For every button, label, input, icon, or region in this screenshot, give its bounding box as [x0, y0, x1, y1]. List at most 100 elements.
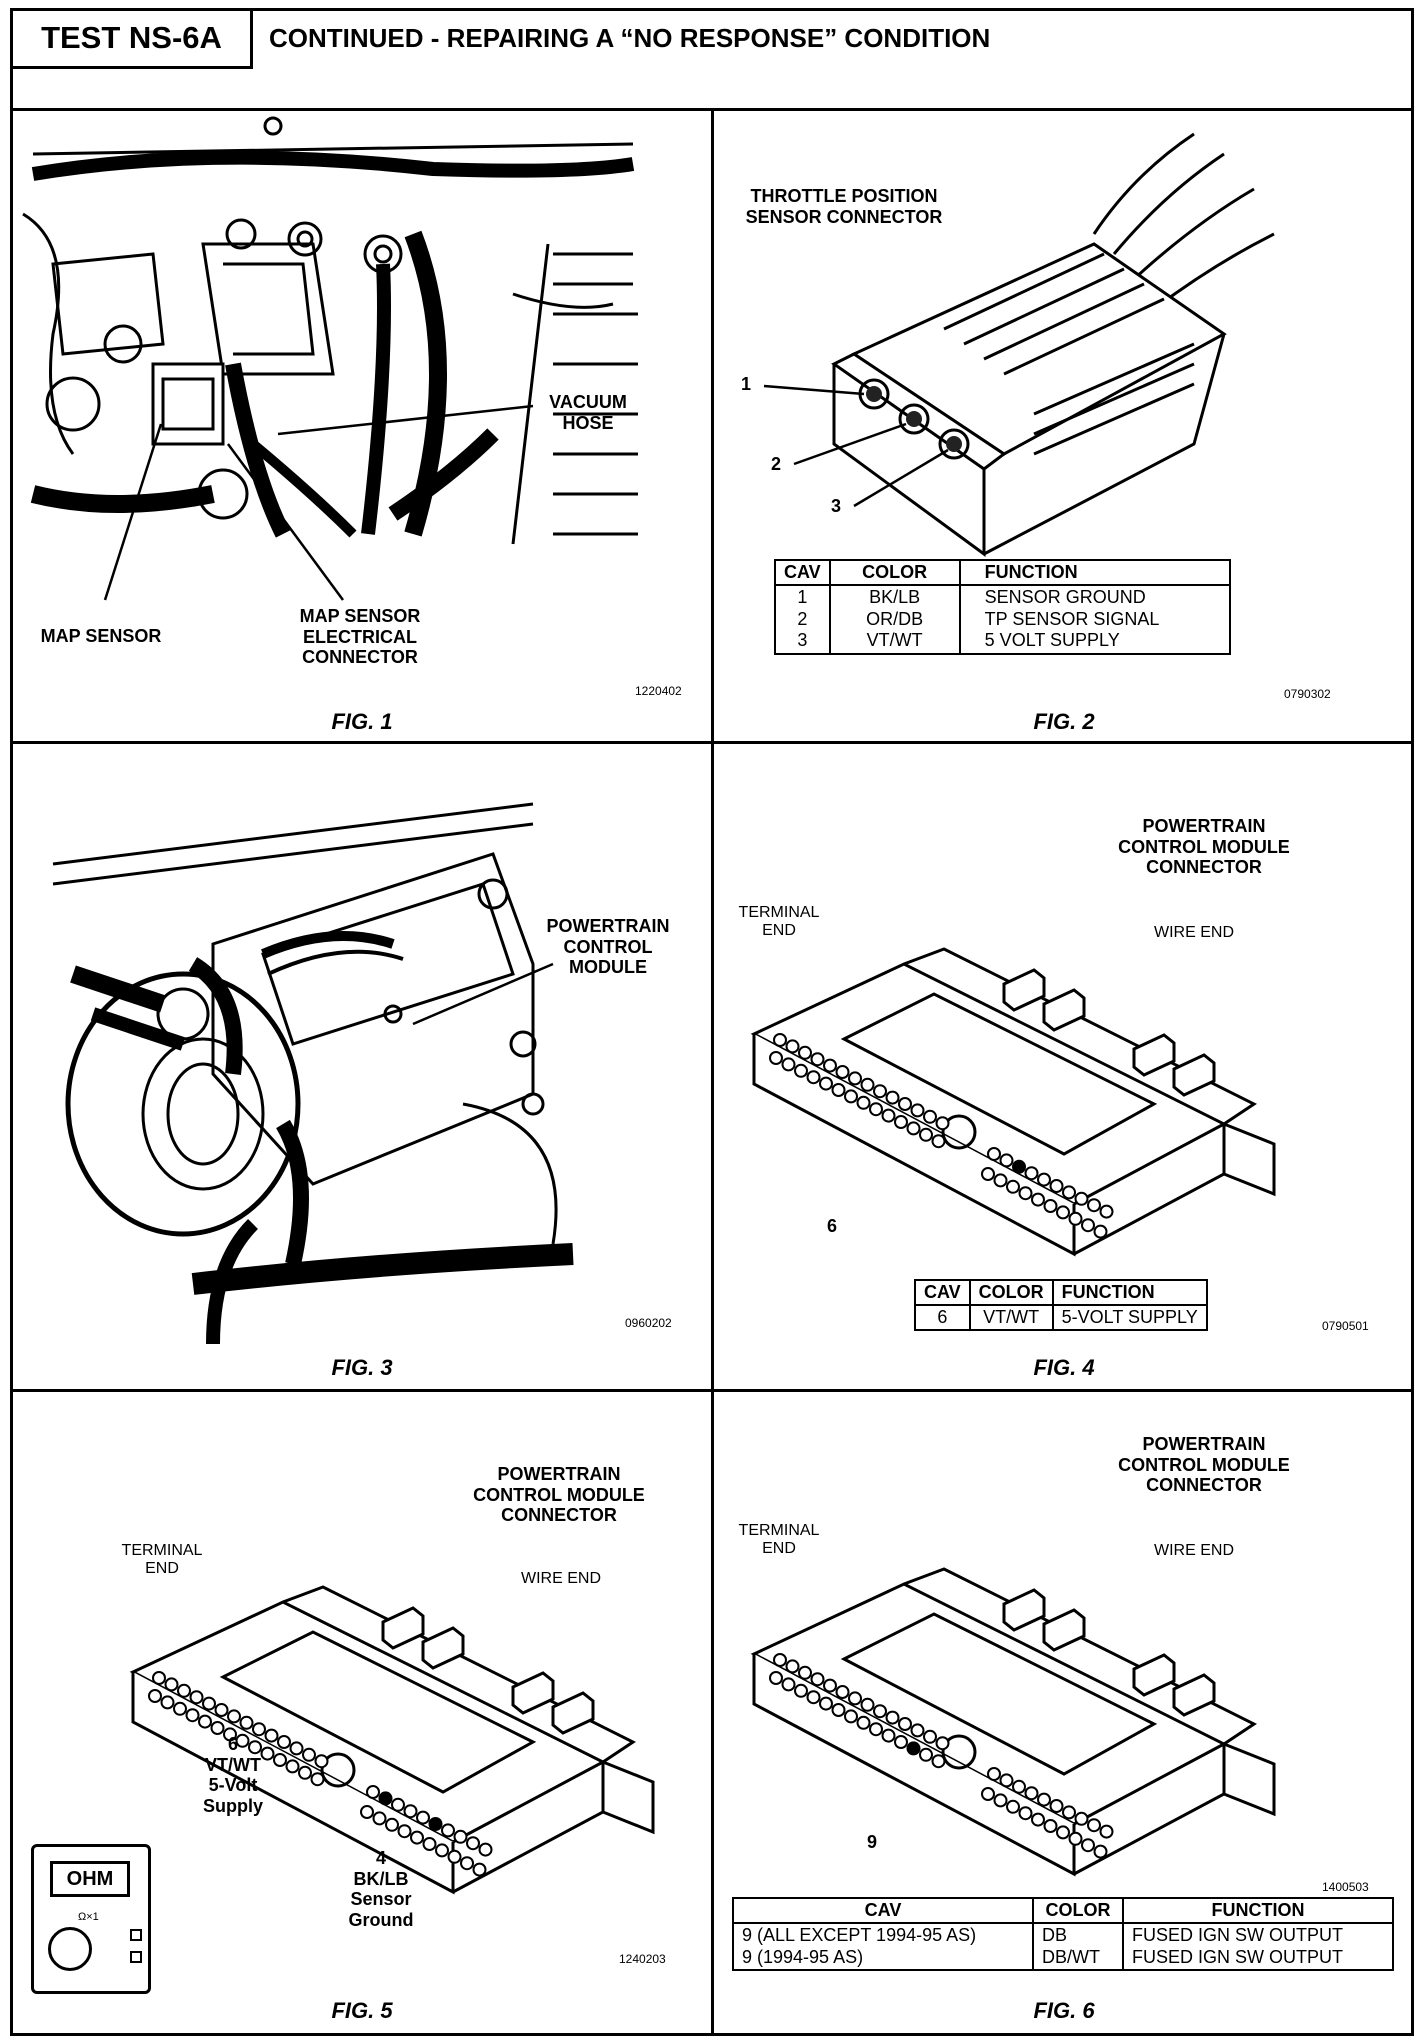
fig5-cavity-7 [227, 1709, 241, 1724]
fig4-code: 0790501 [1322, 1319, 1369, 1333]
fig4-center-post [941, 1114, 977, 1150]
fig5-cavity-15 [148, 1689, 162, 1703]
fig4-cavity-3 [798, 1045, 812, 1060]
fig4-cavity-15 [769, 1051, 783, 1065]
page-title: CONTINUED - REPAIRING A “NO RESPONSE” CO… [269, 23, 991, 53]
fig6-body [750, 1567, 1276, 1877]
fig5-cavity-24 [260, 1746, 275, 1761]
fig6-col-cav: CAV [732, 1897, 1034, 1924]
fig5-cavity-27 [298, 1765, 312, 1780]
fig6-cavity-33 [1037, 1792, 1051, 1807]
page-header: TEST NS-6A CONTINUED - REPAIRING A “NO R… [13, 11, 1411, 111]
fig4-cavity-24 [881, 1108, 896, 1123]
fig6-cavity-29 [987, 1767, 1001, 1781]
fig2-pin-1: 1 [740, 374, 751, 394]
fig5-cavity-8 [239, 1715, 254, 1730]
fig4-col-function: FUNCTION [1051, 1279, 1208, 1306]
fig5-cavity-37 [466, 1836, 480, 1851]
fig4-cavity-45 [1056, 1205, 1070, 1220]
fig6-latch-4 [1172, 1673, 1216, 1717]
fig5-cavity-22 [235, 1733, 250, 1748]
fig4-wire-end: WIRE END [1154, 924, 1234, 941]
fig6-cavity-5 [823, 1678, 837, 1693]
fig2-col-cav: CAV [774, 559, 831, 586]
fig6-cavity-26 [906, 1741, 921, 1756]
fig5-cavity-40 [372, 1811, 387, 1826]
fig5-cavity-38 [478, 1842, 493, 1857]
fig4-col-color: COLOR [968, 1279, 1054, 1306]
fig5-rear-rim [282, 1585, 636, 1764]
fig4-cavity-14 [935, 1116, 950, 1131]
fig6-cavity-45 [1056, 1825, 1070, 1840]
fig4-cavity-4 [810, 1052, 825, 1067]
fig5-cavity-32 [403, 1804, 418, 1819]
fig5-cavity-2 [164, 1677, 179, 1692]
fig4-title: POWERTRAIN CONTROL MODULE CONNECTOR [1118, 816, 1290, 878]
fig4-cavity-40 [993, 1173, 1008, 1188]
fig4-cavity-36 [1074, 1191, 1089, 1206]
fig6-cavity-42 [1018, 1806, 1033, 1821]
test-id: TEST NS-6A [13, 11, 253, 69]
fig4-cavity-7 [848, 1071, 862, 1086]
fig4-cavity-43 [1031, 1192, 1045, 1207]
fig6-cavity-7 [848, 1691, 862, 1706]
fig5-cavity-44 [422, 1837, 437, 1851]
fig4-pin-table: CAV COLOR FUNCTION 6 VT/WT 5-VOLT SUPPLY [914, 1279, 1208, 1331]
fig6-terminal-end: TERMINAL END [738, 1522, 820, 1557]
fig5-cavity-3 [177, 1683, 191, 1698]
fig4-cavity-34 [1049, 1179, 1064, 1193]
fig4-cavity-35 [1062, 1185, 1076, 1200]
fig4-cavity-10 [885, 1090, 900, 1105]
fig6-rear-rim [903, 1567, 1257, 1746]
fig3-code: 0960202 [625, 1316, 672, 1330]
fig4-caption: FIG. 4 [1033, 1355, 1095, 1380]
fig6-cavity-4 [810, 1672, 825, 1687]
fig4-cavity-25 [894, 1115, 908, 1129]
fig6-latch-2 [1042, 1608, 1086, 1652]
fig6-cavity-16 [781, 1677, 796, 1692]
map-connector-label: MAP SENSOR ELECTRICAL CONNECTOR [299, 606, 421, 668]
fig4-cavity-26 [906, 1121, 921, 1136]
fig4-pin: 6 [826, 1216, 837, 1236]
fig6-cavity-41 [1006, 1799, 1020, 1814]
fig5-latch-3 [511, 1671, 555, 1715]
fig4-cavity-20 [831, 1083, 846, 1097]
fig6-cav-cells: 9 (ALL EXCEPT 1994-95 AS)9 (1994-95 AS) [732, 1921, 1034, 1972]
fig6-cavity-2 [785, 1659, 800, 1674]
fig4-recess [840, 992, 1158, 1156]
fig2-pin-2: 2 [770, 454, 781, 474]
fig4-cavity-2 [785, 1039, 800, 1054]
fig5-latch-1 [381, 1606, 425, 1650]
fig6-cavity-46 [1068, 1831, 1083, 1846]
fig4-cavity-5 [823, 1058, 837, 1073]
fig5-cavity-19 [198, 1714, 212, 1729]
fig5-cavity-43 [410, 1830, 424, 1845]
fig4-cavity-46 [1068, 1211, 1083, 1226]
vacuum-hose-label: VACUUM HOSE [549, 392, 627, 433]
fig5-wire-end: WIRE END [521, 1570, 601, 1587]
fig6-cavity-38 [1099, 1824, 1114, 1839]
fig5-cavity-1 [152, 1671, 166, 1685]
fig5-recess [219, 1630, 537, 1794]
fig5-cavity-13 [302, 1747, 316, 1762]
fig5-cavity-25 [273, 1753, 287, 1767]
fig5-cavity-20 [210, 1721, 225, 1735]
fig4-pcm-connector [750, 947, 1276, 1257]
fig3-caption: FIG. 3 [331, 1355, 393, 1380]
ohmmeter-jack-2 [130, 1951, 142, 1963]
fig4-cavity-38 [1099, 1204, 1114, 1219]
fig5-caption: FIG. 5 [331, 1998, 393, 2023]
fig5-cavity-18 [185, 1708, 200, 1723]
ohmmeter-dial [48, 1927, 92, 1971]
fig5-cavity-16 [160, 1695, 175, 1710]
fig4-cavity-31 [1012, 1159, 1026, 1174]
fig3-panel: POWERTRAIN CONTROL MODULE 0960202 FIG. 3 [13, 744, 711, 1389]
row-divider-1 [13, 741, 1411, 744]
fig4-latch-3 [1132, 1033, 1176, 1077]
ohmmeter-display: OHM [50, 1861, 130, 1897]
fig4-cavity-19 [819, 1076, 833, 1091]
